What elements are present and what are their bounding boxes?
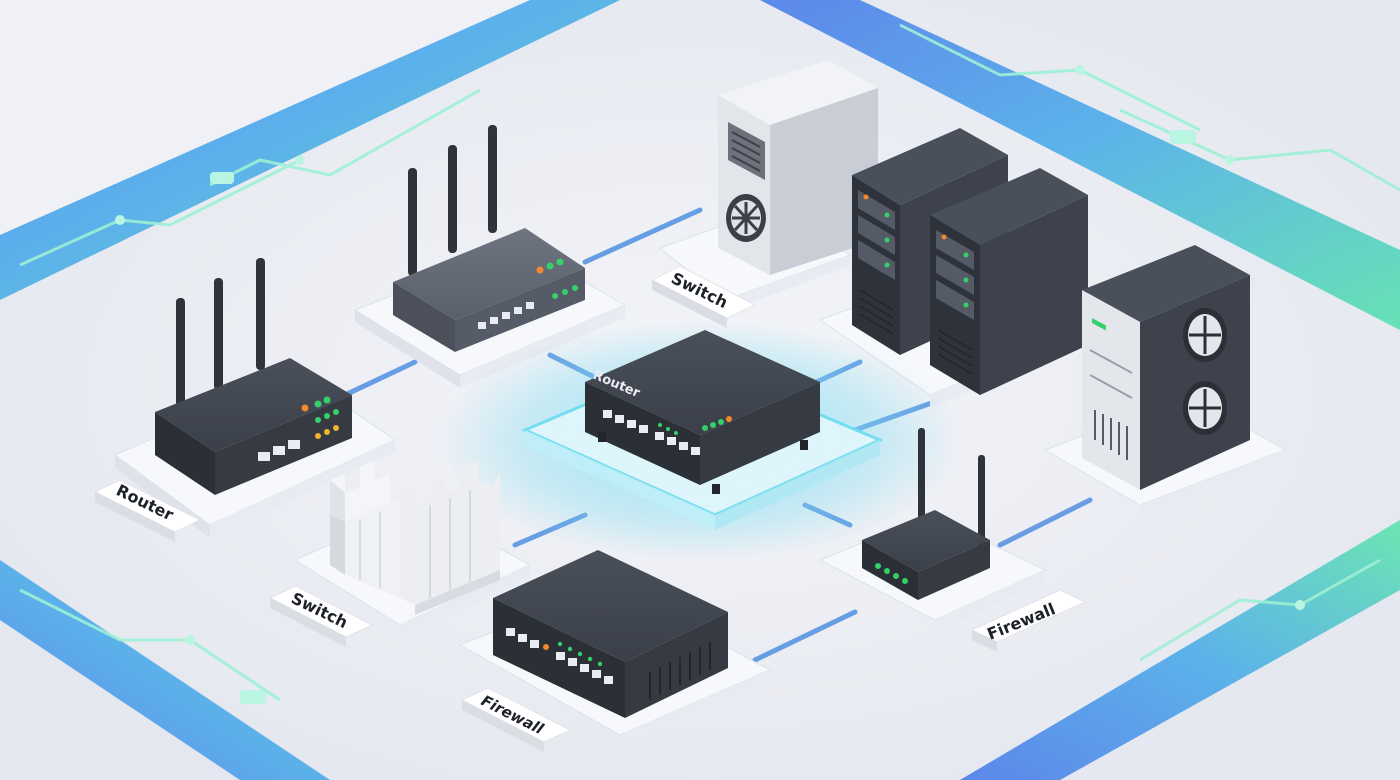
firewall-icon [330,460,500,615]
wireless-router-icon [862,428,990,600]
wireless-router-icon [393,125,585,352]
network-switch-icon: Router [585,330,820,494]
server-rack-icon [930,168,1088,395]
server-tower-icon [1082,245,1250,490]
label-tag-switch-center: Switch [650,265,757,328]
wireless-router-icon [155,258,352,495]
server-tower-icon [718,60,878,275]
network-switch-icon [493,550,728,718]
